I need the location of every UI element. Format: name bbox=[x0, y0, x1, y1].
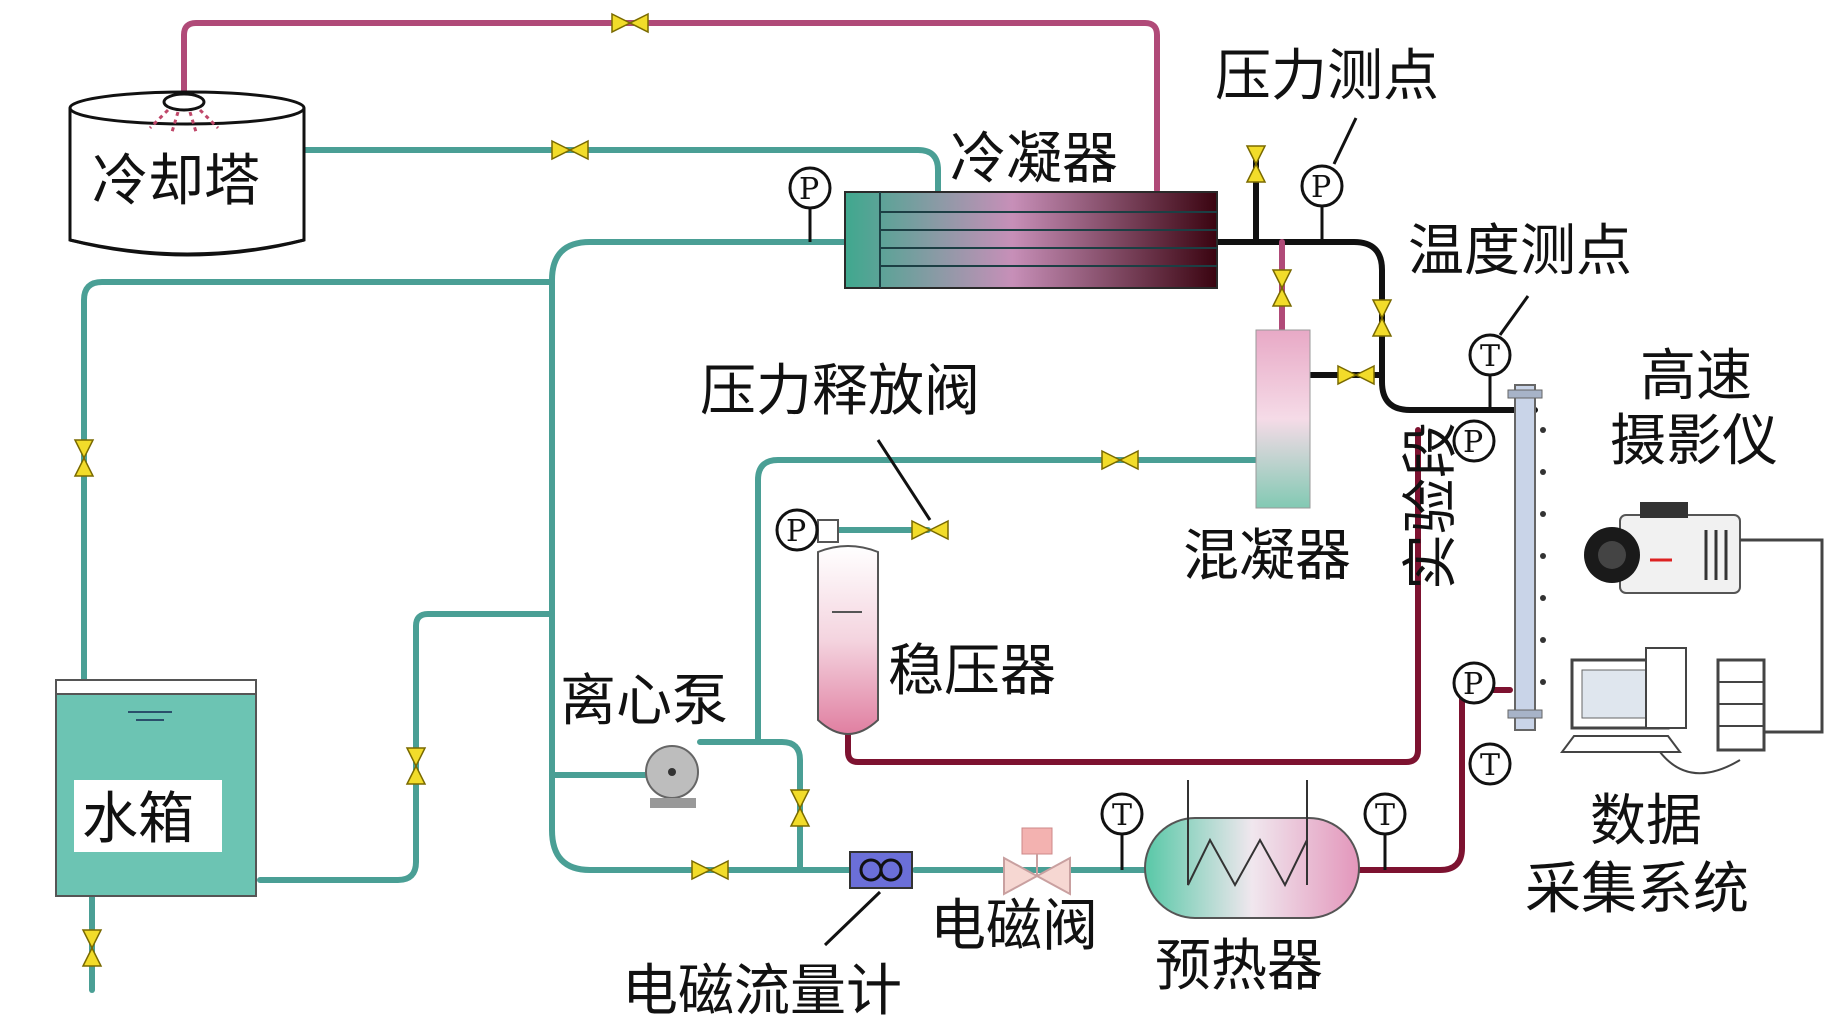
valve-icon bbox=[911, 519, 949, 541]
pipe-stabilizer-return bbox=[845, 427, 1421, 765]
condenser: 冷凝器 bbox=[844, 127, 1218, 289]
water-tank: 水箱 bbox=[55, 679, 257, 897]
cooling-tower-label: 冷却塔 bbox=[92, 149, 260, 214]
pressure-symbol: P bbox=[786, 514, 806, 549]
valves bbox=[73, 12, 1393, 967]
water-tank-label: 水箱 bbox=[82, 787, 194, 852]
pressure-gauge-stabilizer: P bbox=[775, 439, 932, 552]
pipe-condenser-to-tower-top bbox=[181, 20, 1160, 193]
test-section-tap-icons bbox=[1540, 427, 1546, 685]
valve-icon bbox=[1101, 449, 1139, 471]
data-acquisition-label-1: 数据 bbox=[1590, 789, 1702, 854]
mixer-condenser: 混凝器 bbox=[1183, 329, 1351, 589]
solenoid-valve-label: 电磁阀 bbox=[930, 894, 1098, 959]
mixer-condenser-label: 混凝器 bbox=[1183, 524, 1351, 589]
pressure-gauge-test-top: P bbox=[1452, 419, 1496, 463]
valve-icon bbox=[611, 12, 649, 34]
instruments: P P P T P P T bbox=[775, 117, 1530, 870]
em-flowmeter-label: 电磁流量计 bbox=[622, 959, 902, 1024]
pressure-relief-valve-label: 压力释放阀 bbox=[700, 359, 980, 424]
spray-nozzle-icon bbox=[148, 92, 220, 133]
centrifugal-pump: 离心泵 bbox=[560, 669, 728, 808]
valve-icon bbox=[1337, 364, 1375, 386]
centrifugal-pump-label: 离心泵 bbox=[560, 669, 728, 734]
pressure-symbol: P bbox=[799, 172, 819, 207]
pressure-symbol: P bbox=[1463, 425, 1483, 460]
stabilizer-label: 稳压器 bbox=[888, 639, 1056, 704]
pressure-gauge-test-bottom: P bbox=[1452, 661, 1496, 705]
pipe-tank-outlet bbox=[257, 611, 555, 883]
temperature-symbol: T bbox=[1480, 339, 1500, 374]
temperature-probe-preheater-in: T bbox=[1100, 792, 1144, 870]
pipe-tank-to-trunk bbox=[81, 279, 555, 689]
pipe-pump-to-mixer bbox=[755, 457, 1263, 745]
data-acquisition-system: 数据 采集系统 bbox=[1525, 538, 1824, 922]
pressure-point-label: 压力测点 bbox=[1215, 44, 1439, 109]
test-section-label: 实验段 bbox=[1399, 422, 1464, 590]
valve-icon bbox=[1245, 145, 1267, 183]
temperature-symbol: T bbox=[1375, 798, 1395, 833]
pipe-pump-discharge bbox=[697, 739, 803, 873]
temperature-symbol: T bbox=[1112, 798, 1132, 833]
valve-icon bbox=[551, 139, 589, 161]
temperature-probe-bottom: T bbox=[1468, 742, 1512, 786]
pressure-gauge-steam: P bbox=[1300, 117, 1358, 242]
em-flowmeter: 电磁流量计 bbox=[622, 851, 913, 1024]
test-section: 实验段 bbox=[1399, 384, 1546, 731]
pressure-symbol: P bbox=[1463, 667, 1483, 702]
temperature-probe-preheater-out: T bbox=[1363, 792, 1407, 870]
pressure-symbol: P bbox=[1311, 170, 1331, 205]
valve-icon bbox=[691, 859, 729, 881]
valve-icon bbox=[81, 929, 103, 967]
valve-icon bbox=[1371, 299, 1393, 337]
temperature-probe-top: T bbox=[1468, 295, 1530, 410]
pipe-condenser-to-trunk bbox=[549, 239, 865, 873]
solenoid-valve: 电磁阀 bbox=[930, 827, 1098, 959]
temperature-symbol: T bbox=[1480, 748, 1500, 783]
high-speed-camera: 高速 摄影仪 bbox=[1584, 344, 1778, 594]
pipe-tower-to-condenser bbox=[301, 147, 941, 198]
preheater: 预热器 bbox=[1144, 780, 1360, 999]
valve-icon bbox=[789, 789, 811, 827]
temperature-point-label: 温度测点 bbox=[1408, 219, 1632, 284]
stabilizer: 稳压器 bbox=[817, 519, 1056, 735]
cooling-tower: 冷却塔 bbox=[68, 90, 306, 257]
valve-icon bbox=[405, 747, 427, 785]
preheater-label: 预热器 bbox=[1155, 934, 1323, 999]
pressure-gauge-condenser: P bbox=[788, 166, 832, 242]
valve-icon bbox=[73, 439, 95, 477]
condenser-label: 冷凝器 bbox=[950, 127, 1118, 192]
valve-icon bbox=[1271, 269, 1293, 307]
data-acquisition-label-2: 采集系统 bbox=[1525, 857, 1749, 922]
high-speed-camera-label-1: 高速 bbox=[1640, 344, 1752, 409]
high-speed-camera-label-2: 摄影仪 bbox=[1610, 409, 1778, 474]
